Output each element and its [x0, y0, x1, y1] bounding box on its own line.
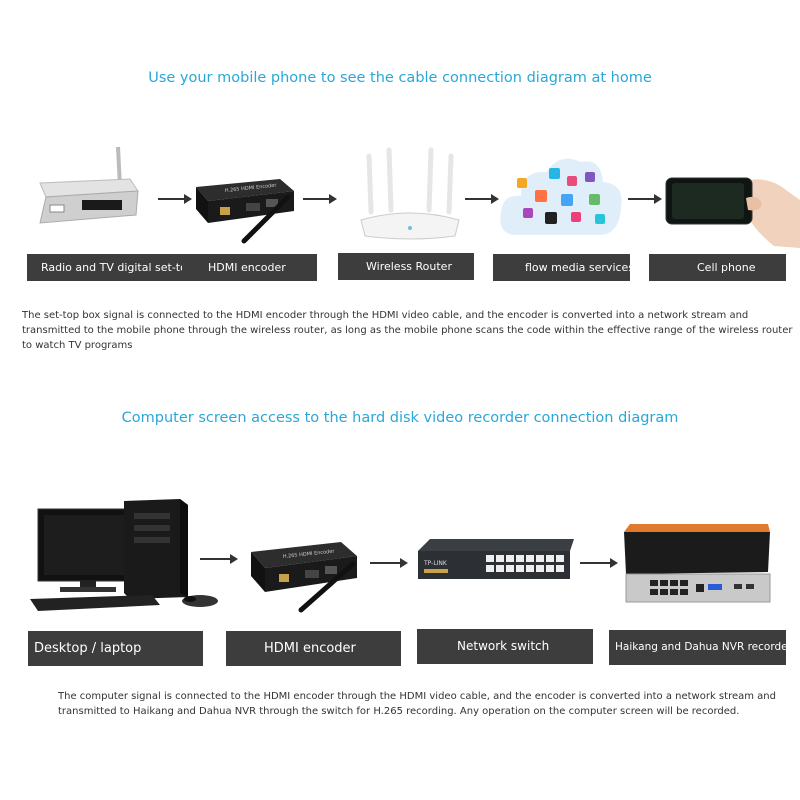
encoder-brand-text: H.265 HDMI Encoder: [283, 549, 336, 560]
arrow-right-icon: [158, 194, 192, 204]
arrow-right-icon: [303, 194, 337, 204]
label-cell-phone-text: Cell phone: [697, 261, 756, 274]
wireless-router-image: [360, 147, 460, 240]
arrow-right-icon: [370, 558, 408, 568]
label-hdmi-encoder-2: HDMI encoder: [226, 631, 401, 666]
section2-description: The computer signal is connected to the …: [58, 691, 776, 717]
label-nvr-recorder: Haikang and Dahua NVR recorder: [609, 630, 786, 665]
label-hdmi-encoder-text: HDMI encoder: [208, 261, 286, 274]
desktop-computer-image: [30, 499, 218, 611]
switch-brand-text: TP-LINK: [423, 560, 448, 567]
arrow-right-icon: [200, 554, 238, 564]
arrow-right-icon: [465, 194, 499, 204]
label-flow-media-text: flow media services: [525, 261, 630, 274]
label-hdmi-encoder: HDMI encoder: [182, 254, 317, 281]
section2-title: Computer screen access to the hard disk …: [121, 410, 679, 426]
hdmi-encoder-image: H.265 HDMI Encoder: [196, 179, 294, 244]
label-settop-box: Radio and TV digital set-top box: [27, 254, 186, 281]
label-nvr-recorder-text: Haikang and Dahua NVR recorder: [615, 641, 786, 653]
hdmi-encoder-image: H.265 HDMI Encoder: [251, 542, 357, 613]
section1-description: The set-top box signal is connected to t…: [22, 310, 793, 351]
label-network-switch: Network switch: [417, 629, 593, 664]
label-desktop-laptop-text: Desktop / laptop: [34, 641, 142, 656]
cell-phone-image: [665, 177, 800, 248]
label-settop-box-text: Radio and TV digital set-top box: [41, 261, 186, 274]
label-wireless-router-text: Wireless Router: [366, 260, 452, 273]
arrow-right-icon: [628, 194, 662, 204]
label-flow-media: flow media services: [493, 254, 630, 281]
label-cell-phone: Cell phone: [649, 254, 786, 281]
settop-box-image: [39, 146, 139, 224]
cloud-media-image: [500, 158, 622, 236]
section1-title: Use your mobile phone to see the cable c…: [148, 70, 652, 86]
label-wireless-router: Wireless Router: [338, 253, 474, 280]
encoder-brand-text: H.265 HDMI Encoder: [225, 183, 278, 194]
arrow-right-icon: [580, 558, 618, 568]
label-desktop-laptop: Desktop / laptop: [28, 631, 203, 666]
label-hdmi-encoder-2-text: HDMI encoder: [264, 641, 356, 656]
nvr-recorder-image: [624, 524, 771, 603]
network-switch-image: TP-LINK: [418, 539, 574, 579]
label-network-switch-text: Network switch: [457, 639, 550, 653]
